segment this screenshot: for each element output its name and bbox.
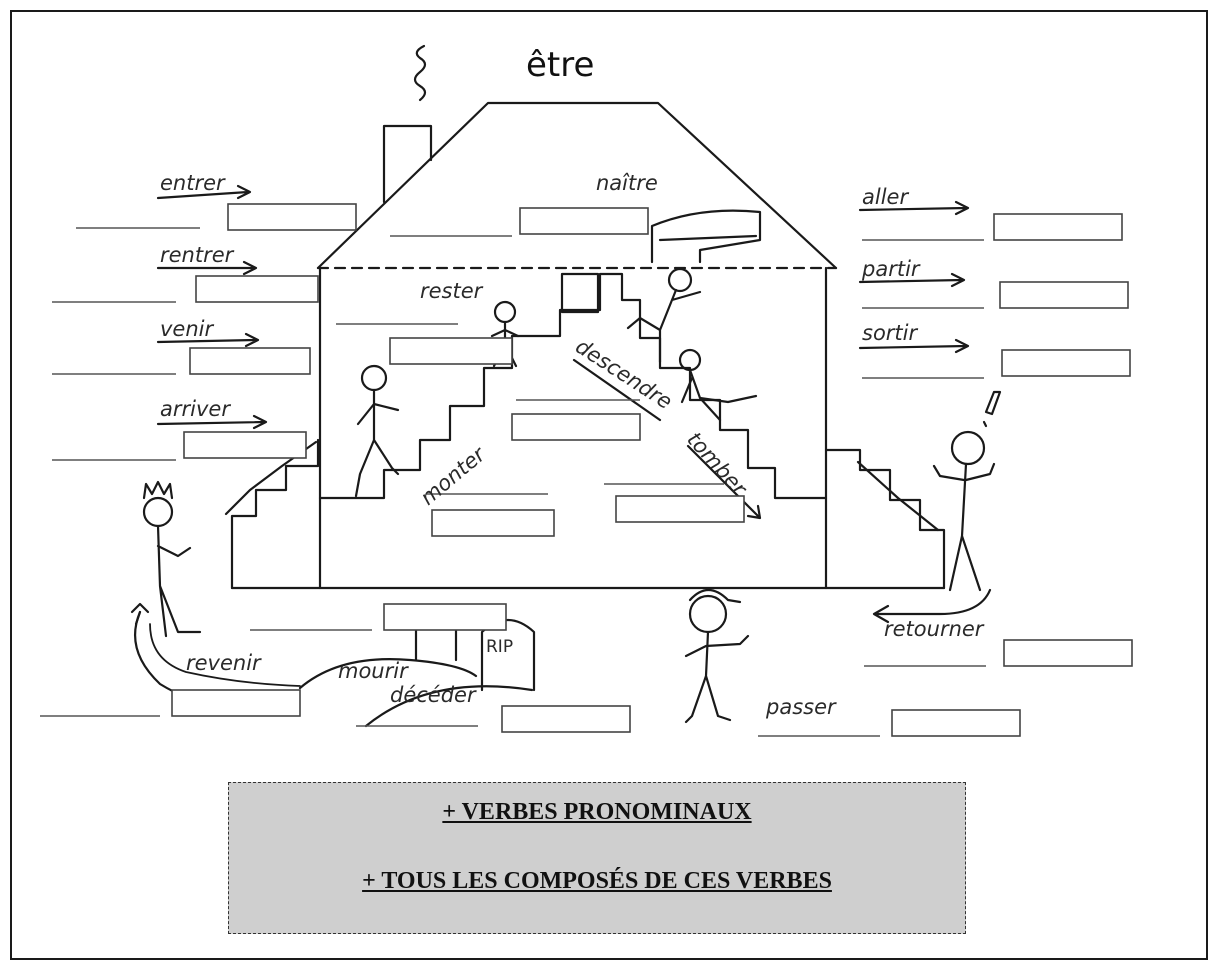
label-tomber: tomber: [682, 427, 752, 501]
blank-monter[interactable]: [431, 509, 555, 537]
blank-tomber[interactable]: [615, 495, 745, 523]
blank-entrer[interactable]: [227, 203, 357, 231]
label-retourner: retourner: [884, 617, 985, 641]
label-deceder: décéder: [390, 683, 477, 707]
figure-climbing: [354, 364, 400, 498]
label-partir: partir: [861, 257, 921, 281]
label-revenir: revenir: [186, 651, 262, 675]
label-passer: passer: [765, 695, 837, 719]
label-mourir: mourir: [338, 659, 409, 683]
arrow-retourner: [872, 588, 992, 624]
figure-upstairs: [626, 267, 702, 364]
diagram-title: être: [526, 45, 594, 85]
label-monter: monter: [416, 441, 491, 509]
blank-rentrer[interactable]: [195, 275, 319, 303]
arrow-arriver: [156, 414, 268, 430]
etre-house-diagram: être entrer rentrer venir arriver naître…: [40, 44, 1133, 737]
blank-revenir[interactable]: [171, 689, 301, 717]
blank-descendre[interactable]: [511, 413, 641, 441]
figure-falling: [678, 348, 758, 422]
answer-lines: [40, 227, 986, 737]
arrow-sortir: [858, 338, 970, 354]
callout-box: + VERBES PRONOMINAUX + TOUS LES COMPOSÉS…: [228, 782, 966, 934]
arrow-revenir: [130, 602, 150, 626]
blank-mourir[interactable]: [383, 603, 507, 631]
figure-surprised: [932, 390, 1002, 592]
arrow-aller: [858, 200, 970, 216]
arrow-rentrer: [156, 260, 258, 276]
figure-passing: [684, 588, 750, 724]
callout-pronominal-verbs: + VERBES PRONOMINAUX: [442, 799, 752, 825]
blank-passer[interactable]: [891, 709, 1021, 737]
arrow-tomber: [686, 444, 762, 520]
label-entrer: entrer: [160, 171, 226, 195]
chimney-smoke: [413, 44, 427, 102]
callout-compound-verbs: + TOUS LES COMPOSÉS DE CES VERBES: [362, 868, 832, 894]
hill: [298, 658, 534, 728]
bed: [650, 209, 762, 264]
blank-sortir[interactable]: [1001, 349, 1131, 377]
blank-arriver[interactable]: [183, 431, 307, 459]
roof: [316, 101, 838, 270]
label-venir: venir: [160, 317, 214, 341]
label-sortir: sortir: [862, 321, 918, 345]
label-rester: rester: [420, 279, 484, 303]
arrow-partir: [858, 272, 966, 288]
arrow-entrer: [156, 184, 252, 200]
blank-deceder[interactable]: [501, 705, 631, 733]
blank-retourner[interactable]: [1003, 639, 1133, 667]
blank-partir[interactable]: [999, 281, 1129, 309]
left-outer-stairs: [230, 438, 320, 590]
tombstone-rip: [480, 619, 536, 692]
label-arriver: arriver: [160, 397, 231, 421]
blank-aller[interactable]: [993, 213, 1123, 241]
blank-naitre[interactable]: [519, 207, 649, 235]
tombstone-text: RIP: [486, 637, 513, 657]
blank-rester[interactable]: [389, 337, 513, 365]
figure-crowned: [142, 480, 202, 638]
attic-door: [560, 272, 600, 314]
label-naitre: naître: [596, 171, 658, 195]
inner-staircase: [318, 272, 828, 500]
right-outer-stairs: [824, 448, 946, 590]
label-aller: aller: [862, 185, 909, 209]
label-rentrer: rentrer: [160, 243, 235, 267]
blank-venir[interactable]: [189, 347, 311, 375]
arrow-descendre: [572, 358, 662, 422]
arrow-venir: [156, 332, 260, 348]
chimney: [382, 124, 433, 204]
